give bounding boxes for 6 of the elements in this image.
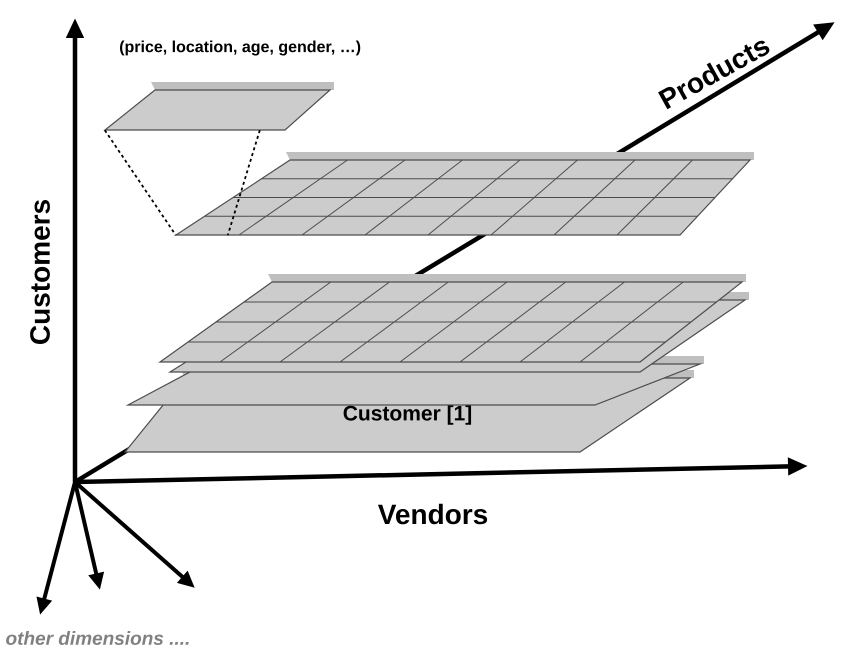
leader-line [104, 130, 177, 236]
leader-line [226, 130, 261, 236]
axis-label: Vendors [378, 504, 488, 524]
node-label: (price, location, age, gender, …) [120, 40, 360, 56]
axis-label: other dimensions .... [6, 631, 189, 645]
axis-label: Customers [30, 200, 50, 344]
